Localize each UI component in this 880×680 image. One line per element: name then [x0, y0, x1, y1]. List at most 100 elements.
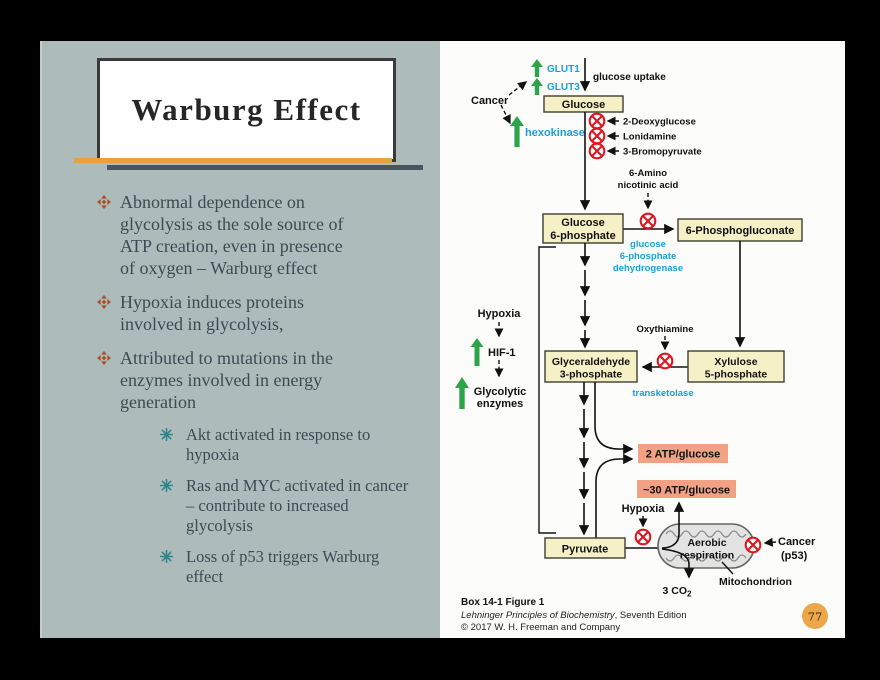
up-arrow-icon: [510, 116, 524, 147]
accent-line-slate: [107, 165, 423, 170]
bullet-text: Loss of p53 triggers Warburg effect: [186, 547, 380, 586]
pg6-text: 6-Phosphogluconate: [686, 225, 795, 237]
cancer-p53-line1: Cancer: [778, 536, 816, 548]
slide: Warburg Effect Abnormal dependence on gl…: [40, 41, 845, 638]
hif1-label: HIF-1: [488, 347, 516, 359]
hexokinase-label: hexokinase: [525, 127, 585, 139]
page-number: 77: [808, 610, 823, 624]
star-bullet-icon: [160, 428, 173, 441]
four-arrows-bullet-icon: [97, 195, 111, 209]
glucose-box: Glucose: [543, 95, 624, 113]
amino-line1: 6-Amino: [629, 168, 667, 179]
g6pd-enzyme-label: glucose 6-phosphate dehydrogenase: [613, 239, 683, 274]
pathway-diagram: glucose uptake Cancer GLUT1 GLUT3 hexoki…: [455, 58, 828, 633]
star-bullet-icon: [160, 550, 173, 563]
cancer-label: Cancer: [471, 95, 509, 107]
inhibition-icon: [588, 112, 606, 130]
atp-glycolysis-box: 2 ATP/glucose: [638, 444, 728, 463]
inhibitor-2-deoxyglucose: 2-Deoxyglucose: [623, 117, 696, 128]
inhibitor-3-bromopyruvate: 3-Bromopyruvate: [623, 147, 702, 158]
svg-text:dehydrogenase: dehydrogenase: [613, 263, 683, 274]
bullet-item-1: Abnormal dependence on glycolysis as the…: [97, 191, 432, 279]
inhibition-icon: [588, 127, 606, 145]
amino-line2: nicotinic acid: [618, 180, 679, 191]
caption-source: Lehninger Principles of Biochemistry, Se…: [461, 610, 686, 621]
glycolytic-line2: enzymes: [477, 398, 523, 410]
up-arrow-icon: [455, 377, 469, 409]
up-arrow-icon: [470, 338, 484, 366]
bullet-text: Abnormal dependence on glycolysis as the…: [120, 192, 344, 278]
four-arrows-bullet-icon: [97, 351, 111, 365]
oxythiamine-inhibitor: Oxythiamine: [636, 324, 694, 351]
sub-bullet-item-3: Loss of p53 triggers Warburg effect: [160, 547, 432, 587]
inhibition-icon: [634, 528, 652, 546]
co2-output-arrow: [661, 548, 695, 579]
glycolytic-line1: Glycolytic: [474, 386, 527, 398]
bullet-item-2: Hypoxia induces proteins involved in gly…: [97, 291, 432, 335]
gap-line1: Glyceraldehyde: [552, 356, 630, 368]
amino-nicotinic-inhibitor: 6-Amino nicotinic acid: [618, 168, 679, 210]
co2-label: 3 CO2: [663, 585, 693, 599]
xylulose-line2: 5-phosphate: [705, 369, 768, 381]
atp-oxidative-box: ~30 ATP/glucose: [637, 480, 736, 498]
inhibition-icon: [744, 536, 762, 554]
glut1-label: GLUT1: [547, 64, 580, 75]
atp-oxidative-text: ~30 ATP/glucose: [643, 485, 730, 497]
pyruvate-box: Pyruvate: [544, 537, 626, 559]
title-box: Warburg Effect: [97, 58, 396, 162]
atp-glycolysis-text: 2 ATP/glucose: [646, 449, 721, 461]
aerobic-line1: Aerobic: [687, 537, 726, 549]
right-panel: glucose uptake Cancer GLUT1 GLUT3 hexoki…: [440, 41, 845, 638]
up-arrow-icon: [531, 59, 543, 77]
star-bullet-icon: [160, 479, 173, 492]
page-title: Warburg Effect: [131, 92, 362, 127]
hypoxia-bottom-label: Hypoxia: [622, 503, 666, 515]
svg-text:6-phosphate: 6-phosphate: [620, 251, 676, 262]
bullet-text: Ras and MYC activated in cancer – contri…: [186, 476, 409, 535]
inhibition-icon: [656, 352, 674, 370]
glucose-text: Glucose: [562, 99, 605, 111]
pyruvate-text: Pyruvate: [562, 544, 608, 556]
accent-line-orange: [74, 158, 392, 163]
glucose-uptake-arrow: glucose uptake: [579, 58, 666, 92]
6-phosphogluconate-box: 6-Phosphogluconate: [677, 218, 803, 242]
hypoxia-hif1-cascade: Hypoxia HIF-1 Glycolytic enzymes: [455, 308, 526, 410]
atp-yield-arrows: [594, 382, 634, 538]
transketolase-label: transketolase: [632, 388, 693, 399]
aerobic-line2: respiration: [680, 550, 734, 562]
bullet-list: Abnormal dependence on glycolysis as the…: [97, 191, 432, 598]
bullet-text: Hypoxia induces proteins involved in gly…: [120, 292, 304, 334]
cancer-upregulation: Cancer GLUT1 GLUT3 hexokinase: [471, 59, 585, 147]
glut3-label: GLUT3: [547, 82, 580, 93]
hexokinase-inhibitors: 2-Deoxyglucose Lonidamine 3-Bromopyruvat…: [588, 112, 702, 160]
cancer-p53-inhibitor: Cancer (p53): [744, 536, 816, 562]
four-arrows-bullet-icon: [97, 295, 111, 309]
cancer-p53-line2: (p53): [781, 550, 808, 562]
gap-line2: 3-phosphate: [560, 369, 623, 381]
glyceraldehyde-3-phosphate-box: Glyceraldehyde 3-phosphate: [544, 350, 638, 383]
oxythiamine-label: Oxythiamine: [636, 324, 693, 335]
xylulose-line1: Xylulose: [714, 356, 757, 368]
inhibitor-lonidamine: Lonidamine: [623, 132, 676, 143]
svg-text:glucose: glucose: [630, 239, 666, 250]
page-number-badge: 77: [802, 603, 828, 629]
g6p-line1: Glucose: [561, 217, 604, 229]
inhibition-icon: [588, 142, 606, 160]
sub-bullet-item-1: Akt activated in response to hypoxia: [160, 425, 432, 465]
caption-copyright: © 2017 W. H. Freeman and Company: [461, 622, 620, 633]
g6p-line2: 6-phosphate: [550, 230, 615, 242]
glycolysis-bracket: [538, 246, 556, 534]
sub-bullet-item-2: Ras and MYC activated in cancer – contri…: [160, 476, 432, 536]
figure-caption: Box 14-1 Figure 1 Lehninger Principles o…: [461, 597, 686, 633]
hypoxia-respiration-inhibitor: Hypoxia: [622, 503, 666, 528]
mitochondrion-label: Mitochondrion: [719, 561, 792, 588]
caption-figure: Box 14-1 Figure 1: [461, 597, 545, 608]
cristae-top: [665, 530, 747, 538]
cristae-bottom: [665, 554, 747, 562]
left-panel: Warburg Effect Abnormal dependence on gl…: [40, 41, 440, 638]
svg-text:Mitochondrion: Mitochondrion: [719, 576, 792, 588]
glucose-uptake-label: glucose uptake: [593, 72, 666, 83]
atp-output-arrow: [661, 501, 685, 549]
up-arrow-icon: [531, 78, 543, 95]
